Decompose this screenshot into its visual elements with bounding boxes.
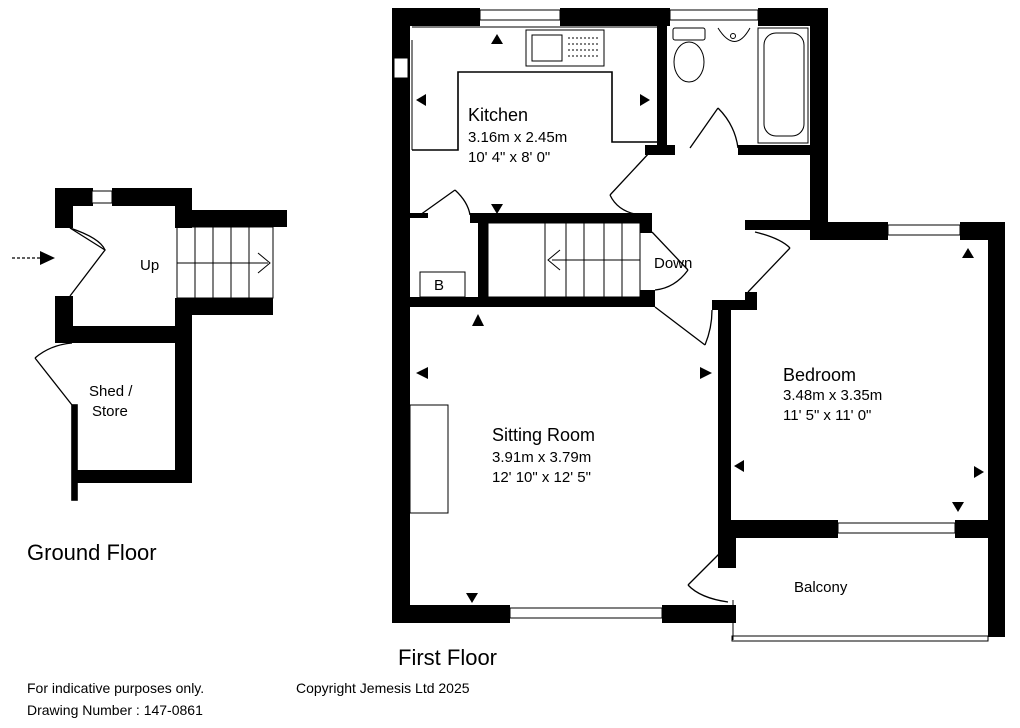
bathroom-window: [669, 9, 759, 21]
kitchen-name: Kitchen: [468, 105, 528, 125]
first-floor-plan: [392, 8, 1005, 642]
shed-door: [34, 357, 73, 406]
bedroom-name: Bedroom: [783, 365, 856, 385]
sitting-room-name: Sitting Room: [492, 425, 595, 445]
copyright-text: Copyright Jemesis Ltd 2025: [296, 680, 470, 696]
shed-label-line2: Store: [92, 403, 128, 420]
disclaimer-text: For indicative purposes only.: [27, 680, 204, 696]
first-floor-stairs: [487, 222, 641, 298]
ground-stairs: [176, 226, 274, 299]
kitchen-metric: 3.16m x 2.45m: [468, 129, 567, 146]
ground-floor-plan: [12, 188, 287, 501]
drawing-number-text: Drawing Number : 147-0861: [27, 702, 203, 718]
kitchen-window: [479, 9, 561, 21]
entry-arrow-icon: [40, 251, 55, 265]
balcony-window: [837, 522, 956, 534]
first-floor-title: First Floor: [398, 645, 497, 670]
down-label: Down: [654, 255, 692, 272]
dimension-arrows: [416, 34, 984, 603]
sitting-room-metric: 3.91m x 3.79m: [492, 449, 591, 466]
sitting-room-window: [509, 607, 663, 619]
up-label: Up: [140, 257, 159, 274]
sitting-room-imperial: 12' 10" x 12' 5": [492, 469, 591, 486]
entrance-door: [69, 227, 106, 297]
kitchen-sink: [525, 29, 605, 67]
ground-floor-title: Ground Floor: [27, 540, 157, 565]
first-floor-doors: [419, 107, 791, 603]
boiler-label: B: [434, 277, 444, 294]
balcony-name: Balcony: [794, 579, 848, 596]
bedroom-imperial: 11' 5" x 11' 0": [783, 407, 871, 424]
bedroom-metric: 3.48m x 3.35m: [783, 387, 882, 404]
kitchen-imperial: 10' 4" x 8' 0": [468, 149, 550, 166]
bathroom-fittings: [672, 27, 809, 144]
shed-label-line1: Shed /: [89, 383, 133, 400]
bedroom-window: [887, 224, 961, 236]
